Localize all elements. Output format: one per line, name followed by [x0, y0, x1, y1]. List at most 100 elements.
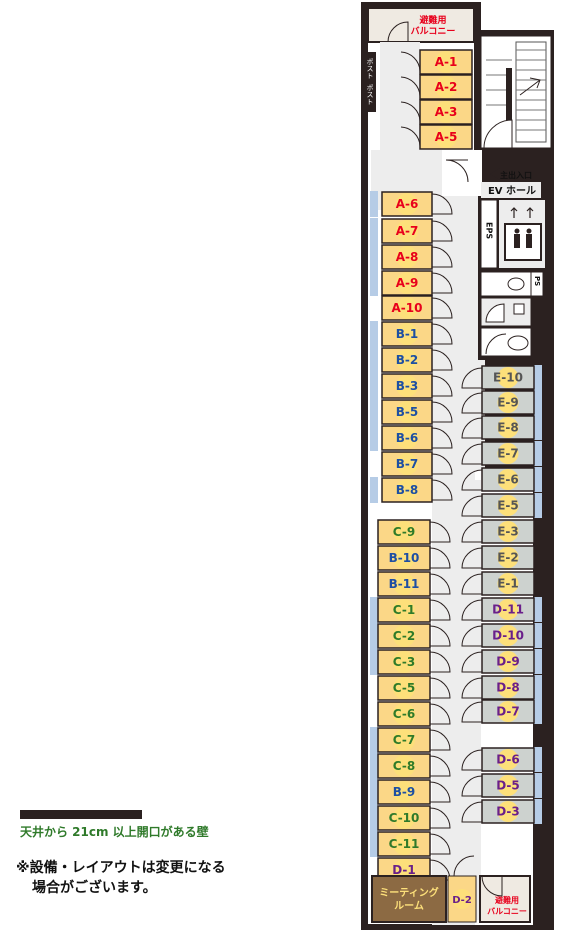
booth-badge [396, 246, 418, 268]
booth-badge [393, 599, 415, 621]
left-booth-c-2[interactable]: C-2 [377, 623, 431, 649]
right-booth-group: E-10E-9E-8E-7E-6E-5E-3E-2E-1D-11D-10D-9D… [461, 365, 542, 824]
left-booth-c-7[interactable]: C-7 [377, 727, 431, 753]
left-booth-a-10[interactable]: A-10 [381, 295, 433, 321]
left-booth-b-9[interactable]: B-9 [377, 779, 431, 805]
left-booth-c-8[interactable]: C-8 [377, 753, 431, 779]
left-booth-a-9[interactable]: A-9 [381, 270, 433, 296]
meeting-room: ミーティング ルーム D-2 [371, 855, 477, 923]
door-arc [429, 677, 451, 699]
booth-label: C-9 [393, 525, 415, 539]
left-booth-b-8[interactable]: B-8 [381, 477, 433, 503]
top-booth-a-1[interactable]: A-1 [419, 49, 473, 75]
left-booth-a-6[interactable]: A-6 [381, 191, 433, 217]
right-booth-d-7[interactable]: D-7 [481, 699, 535, 724]
door-arc [461, 521, 483, 543]
door-arc [429, 781, 451, 803]
booth-badge [435, 101, 457, 123]
blue-panel [370, 831, 378, 857]
top-booth-a-2[interactable]: A-2 [419, 74, 473, 100]
right-booth-d-5[interactable]: D-5 [481, 773, 535, 798]
right-booth-d-8[interactable]: D-8 [481, 675, 535, 700]
booth-badge [435, 51, 457, 73]
door-arc [431, 220, 453, 242]
booth-label: D-8 [496, 681, 520, 695]
booth-label: E-9 [497, 396, 519, 410]
right-booth-e-7[interactable]: E-7 [481, 441, 535, 466]
left-booth-b-6[interactable]: B-6 [381, 425, 433, 451]
left-booth-b-11[interactable]: B-11 [377, 571, 431, 597]
door-arc [461, 651, 483, 673]
left-booth-b-10[interactable]: B-10 [377, 545, 431, 571]
blue-panel [370, 399, 378, 425]
blue-panel [534, 799, 542, 824]
left-booth-c-11[interactable]: C-11 [377, 831, 431, 857]
ps-label: PS [533, 276, 541, 286]
blue-panel [370, 244, 378, 270]
blue-panel [370, 425, 378, 451]
blue-panel [370, 218, 378, 244]
right-booth-e-2[interactable]: E-2 [481, 545, 535, 570]
right-booth-e-6[interactable]: E-6 [481, 467, 535, 492]
booth-label: B-7 [396, 457, 418, 471]
top-booth-a-5[interactable]: A-5 [419, 124, 473, 150]
right-booth-e-9[interactable]: E-9 [481, 390, 535, 415]
left-booth-a-8[interactable]: A-8 [381, 244, 433, 270]
booth-badge [497, 701, 519, 722]
right-booth-e-5[interactable]: E-5 [481, 493, 535, 518]
right-booth-e-3[interactable]: E-3 [481, 519, 535, 544]
eps-label: EPS [485, 222, 494, 239]
booth-label: A-7 [396, 224, 419, 238]
corridor [380, 42, 420, 152]
booth-badge [393, 521, 415, 543]
door-arc [429, 573, 451, 595]
booth-badge [497, 469, 519, 490]
booth-label: B-5 [396, 405, 418, 419]
booth-label: C-7 [393, 733, 415, 747]
right-booth-d-3[interactable]: D-3 [481, 799, 535, 824]
right-booth-d-11[interactable]: D-11 [481, 597, 535, 622]
right-booth-d-9[interactable]: D-9 [481, 649, 535, 674]
blue-panel [370, 727, 378, 753]
left-booth-b-1[interactable]: B-1 [381, 321, 433, 347]
door-arc [431, 453, 453, 475]
right-booth-d-10[interactable]: D-10 [481, 623, 535, 648]
right-booth-e-8[interactable]: E-8 [481, 415, 535, 440]
door-arc [461, 495, 483, 517]
left-booth-c-10[interactable]: C-10 [377, 805, 431, 831]
left-booth-c-1[interactable]: C-1 [377, 597, 431, 623]
booth-badge [396, 220, 418, 242]
door-arc [461, 573, 483, 595]
left-booth-b-7[interactable]: B-7 [381, 451, 433, 477]
eps-room: EPS [480, 199, 498, 269]
door-arc [431, 323, 453, 345]
booth-badge [393, 729, 415, 751]
door-arc [461, 677, 483, 699]
door-arc [431, 427, 453, 449]
door-arc [461, 801, 483, 823]
booth-badge [396, 479, 418, 501]
left-booth-c-9[interactable]: C-9 [377, 519, 431, 545]
left-booth-c-3[interactable]: C-3 [377, 649, 431, 675]
right-booth-e-1[interactable]: E-1 [481, 571, 535, 596]
left-booth-a-7[interactable]: A-7 [381, 218, 433, 244]
left-booth-b-3[interactable]: B-3 [381, 373, 433, 399]
booth-badge [396, 323, 418, 345]
blue-panel [534, 747, 542, 772]
left-booth-b-5[interactable]: B-5 [381, 399, 433, 425]
booth-label: D-3 [496, 805, 520, 819]
booth-label: C-11 [389, 837, 420, 851]
booth-label: B-8 [396, 483, 418, 497]
door-arc [461, 367, 483, 389]
right-booth-d-6[interactable]: D-6 [481, 747, 535, 772]
left-booth-c-5[interactable]: C-5 [377, 675, 431, 701]
right-booth-e-10[interactable]: E-10 [481, 365, 535, 390]
top-booth-a-3[interactable]: A-3 [419, 99, 473, 125]
booth-badge [396, 427, 418, 449]
door-arc [431, 401, 453, 423]
left-booth-b-2[interactable]: B-2 [381, 347, 433, 373]
left-booth-c-6[interactable]: C-6 [377, 701, 431, 727]
booth-label: E-2 [497, 551, 519, 565]
blue-panel [370, 477, 378, 503]
booth-badge [393, 625, 415, 647]
